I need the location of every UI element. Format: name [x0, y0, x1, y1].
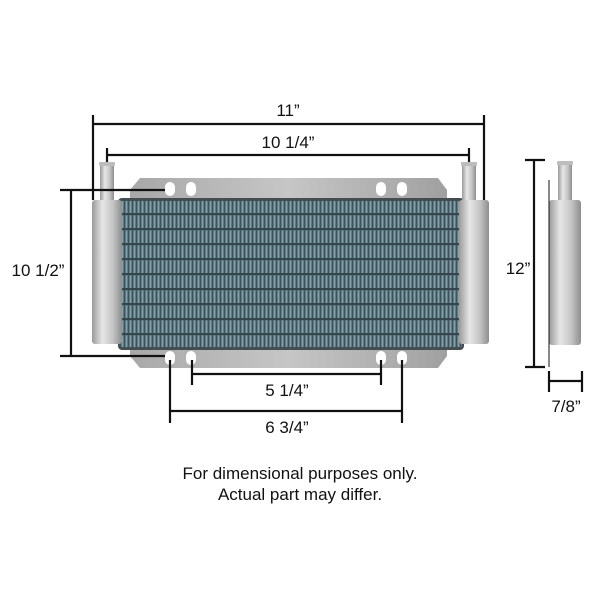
side-dimension-lines [525, 158, 584, 392]
disclaimer-line-2: Actual part may differ. [218, 485, 382, 504]
label-side-height: 12” [506, 259, 531, 278]
left-tank [92, 162, 122, 344]
bracket-holes-top [165, 182, 407, 196]
side-view [549, 161, 581, 345]
label-inner-mount: 5 1/4” [265, 381, 309, 400]
label-overall-width: 11” [276, 101, 300, 120]
label-depth: 7/8” [551, 397, 581, 416]
bracket-holes-bottom [165, 351, 407, 365]
dimension-lines [60, 115, 486, 423]
cooler-core-fins [120, 201, 462, 347]
label-outer-mount: 6 3/4” [265, 418, 309, 437]
label-height: 10 1/2” [12, 261, 65, 280]
right-tank [459, 162, 489, 344]
label-fitting-width: 10 1/4” [262, 133, 315, 152]
disclaimer-line-1: For dimensional purposes only. [183, 464, 418, 483]
